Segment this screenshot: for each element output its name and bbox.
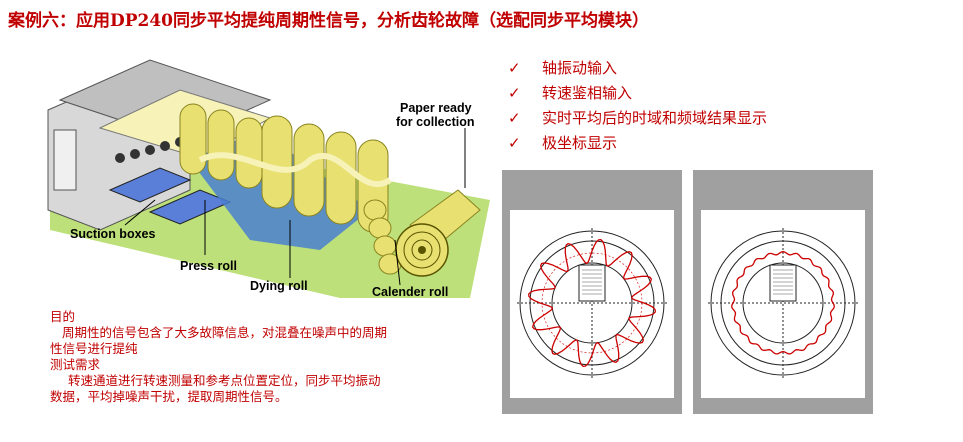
label-paper-ready: Paper ready [400,101,472,115]
label-press-roll: Press roll [180,259,237,273]
feature-checklist: ✓ 轴振动输入 ✓ 转速鉴相输入 ✓ 实时平均后的时域和频域结果显示 ✓ 极坐标显示 [508,56,767,156]
polar-plot-right [693,170,873,414]
suction-box-1 [108,167,192,203]
check-icon: ✓ [508,84,521,102]
goal-text-line: 周期性的信号包含了大多故障信息，对混叠在噪声中的周期 [62,325,388,340]
paper-web [198,152,392,188]
checklist-text: 转速鉴相输入 [542,84,633,102]
small-rolls [115,137,185,163]
machine-frame-side [53,129,77,191]
press-rolls [179,103,263,189]
checklist-item: ✓ 极坐标显示 [508,131,767,156]
check-icon: ✓ [508,59,521,77]
notes-block: 目的 周期性的信号包含了大多故障信息，对混叠在噪声中的周期 性信号进行提纯 测试… [50,309,387,405]
label-dying-roll: Dying roll [250,279,308,293]
checklist-text: 极坐标显示 [542,134,618,152]
polar-trace-right [731,250,835,355]
check-icon: ✓ [508,134,521,152]
polar-plot-left [502,170,682,414]
goal-heading: 目的 [50,309,76,324]
label-suction-boxes: Suction boxes [70,227,155,241]
check-icon: ✓ [508,109,521,127]
requirement-text-line: 数据，平均掉噪声干扰，提取周期性信号。 [50,389,288,404]
label-for-collection: for collection [396,115,474,129]
checklist-text: 实时平均后的时域和频域结果显示 [542,109,768,127]
goal-text-line: 性信号进行提纯 [50,341,138,356]
requirement-text-line: 转速通道进行转速测量和参考点位置定位，同步平均振动 [68,373,381,388]
requirement-heading: 测试需求 [50,357,101,372]
paper-machine-diagram: Paper ready for collection Suction boxes… [47,59,490,298]
checklist-item: ✓ 转速鉴相输入 [508,81,767,106]
polar-trace-left [528,239,656,367]
paper-reel [395,189,481,277]
label-calender-roll: Calender roll [372,285,448,298]
checklist-item: ✓ 实时平均后的时域和频域结果显示 [508,106,767,131]
checklist-item: ✓ 轴振动输入 [508,56,767,81]
page-title: 案例六：应用DP240同步平均提纯周期性信号，分析齿轮故障（选配同步平均模块） [8,11,650,31]
calender-rolls [363,199,402,275]
checklist-text: 轴振动输入 [542,59,618,77]
